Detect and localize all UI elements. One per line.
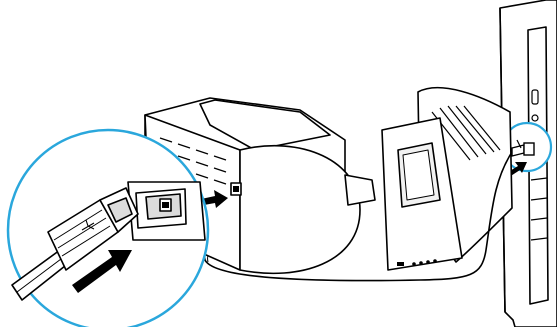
tower-port-callout <box>501 121 553 173</box>
usb-b-plug-icon <box>11 187 139 301</box>
insert-arrow-icon <box>72 250 132 293</box>
usb-port-callout <box>6 128 210 327</box>
monitor <box>381 86 513 271</box>
